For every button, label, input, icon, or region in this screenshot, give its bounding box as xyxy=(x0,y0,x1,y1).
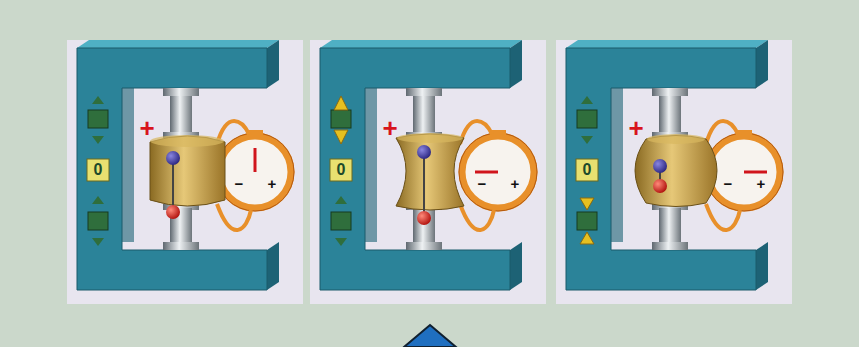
gauge-sign: − xyxy=(478,176,487,191)
gauge-sign: + xyxy=(511,176,520,191)
polarity-sign: + xyxy=(139,115,154,141)
panel-stretched xyxy=(310,40,546,304)
indicator-value: 0 xyxy=(337,162,346,178)
piezo-crystal xyxy=(396,134,464,210)
press-frame xyxy=(67,40,303,304)
gauge-needle xyxy=(744,171,767,174)
charge-ball xyxy=(653,179,667,193)
charge-ball xyxy=(653,159,667,173)
gauge-sign: − xyxy=(724,176,733,191)
press-frame xyxy=(310,40,546,304)
piezo-crystal xyxy=(635,136,717,207)
charge-ball xyxy=(417,211,431,225)
gauge-sign: + xyxy=(757,176,766,191)
gauge-sign: − xyxy=(235,176,244,191)
indicator-arrows xyxy=(92,96,104,246)
polarity-sign: + xyxy=(628,115,643,141)
gauge-needle xyxy=(254,148,257,172)
indicator-arrows xyxy=(334,96,348,144)
charge-ball xyxy=(417,145,431,159)
panel-rest xyxy=(67,40,303,304)
piezo-crystal xyxy=(150,136,225,206)
gauge-needle xyxy=(475,171,498,174)
indicator-value: 0 xyxy=(94,162,103,178)
panel-compressed xyxy=(556,40,792,304)
charge-ball xyxy=(166,151,180,165)
nav-arrow xyxy=(404,325,456,347)
indicator-value: 0 xyxy=(583,162,592,178)
charge-ball xyxy=(166,205,180,219)
polarity-sign: + xyxy=(382,115,397,141)
press-frame xyxy=(556,40,792,304)
gauge-sign: + xyxy=(268,176,277,191)
indicator-arrows xyxy=(580,198,594,244)
